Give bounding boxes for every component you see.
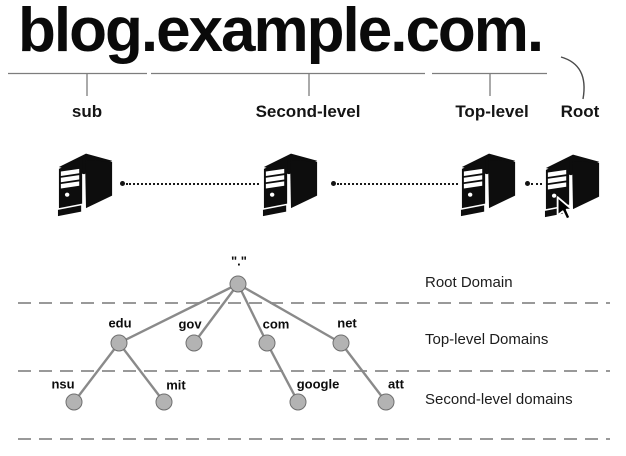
link-bullet xyxy=(120,181,125,186)
sub-bracket xyxy=(8,72,147,96)
tree-edge-edu-nsu xyxy=(73,342,120,403)
tree-node-label-edu: edu xyxy=(108,315,132,331)
tree-node-label-nsu: nsu xyxy=(51,376,75,392)
tree-node-label-net: net xyxy=(337,315,357,331)
tree-node-net xyxy=(332,334,350,352)
tree-edge-root-edu xyxy=(118,282,239,345)
top-level-domains-label: Top-level Domains xyxy=(425,331,549,348)
server-tower-icon-root xyxy=(544,152,602,218)
second-level-bracket xyxy=(151,72,425,96)
tree-node-com xyxy=(258,334,276,352)
tree-edge-root-net xyxy=(237,282,342,345)
server-tower-icon-sub xyxy=(57,151,115,217)
server-tower-icon-top xyxy=(460,151,518,217)
tree-node-mit xyxy=(155,393,173,411)
tree-node-att xyxy=(377,393,395,411)
tree-node-label-att: att xyxy=(388,376,404,392)
link-bullet xyxy=(525,181,530,186)
root-dot-pointer-curve xyxy=(560,56,585,100)
link-bullet xyxy=(331,181,336,186)
tree-edge-net-att xyxy=(340,342,387,403)
tree-node-label-google: google xyxy=(296,376,340,392)
root-label: Root xyxy=(560,102,600,121)
tree-node-nsu xyxy=(65,393,83,411)
top-level-label: Top-level xyxy=(455,102,529,121)
second-level-domains-label: Second-level domains xyxy=(425,391,573,408)
dotted-link-3 xyxy=(525,180,542,187)
tree-edge-root-gov xyxy=(193,283,239,344)
server-tower-icon-second xyxy=(262,151,320,217)
domain-title: blog.example.com. xyxy=(18,0,544,65)
tree-node-gov xyxy=(185,334,203,352)
tree-node-google xyxy=(289,393,307,411)
second-level-label: Second-level xyxy=(255,102,361,121)
tree-edge-com-google xyxy=(265,342,300,403)
tree-edge-edu-mit xyxy=(118,342,165,403)
root-domain-level-label: Root Domain xyxy=(425,274,513,291)
dotted-link-1 xyxy=(120,180,259,187)
top-level-bracket xyxy=(432,72,547,96)
tree-node-label-gov: gov xyxy=(178,316,202,332)
tree-node-label-com: com xyxy=(262,316,290,332)
tree-node-edu xyxy=(110,334,128,352)
dotted-link-2 xyxy=(331,180,458,187)
tree-edge-root-com xyxy=(236,283,269,344)
tree-node-root xyxy=(229,275,247,293)
tree-node-label-root: "." xyxy=(231,253,247,269)
mouse-pointer-icon xyxy=(556,196,574,221)
sub-label: sub xyxy=(71,102,103,121)
tree-node-label-mit: mit xyxy=(166,377,186,393)
